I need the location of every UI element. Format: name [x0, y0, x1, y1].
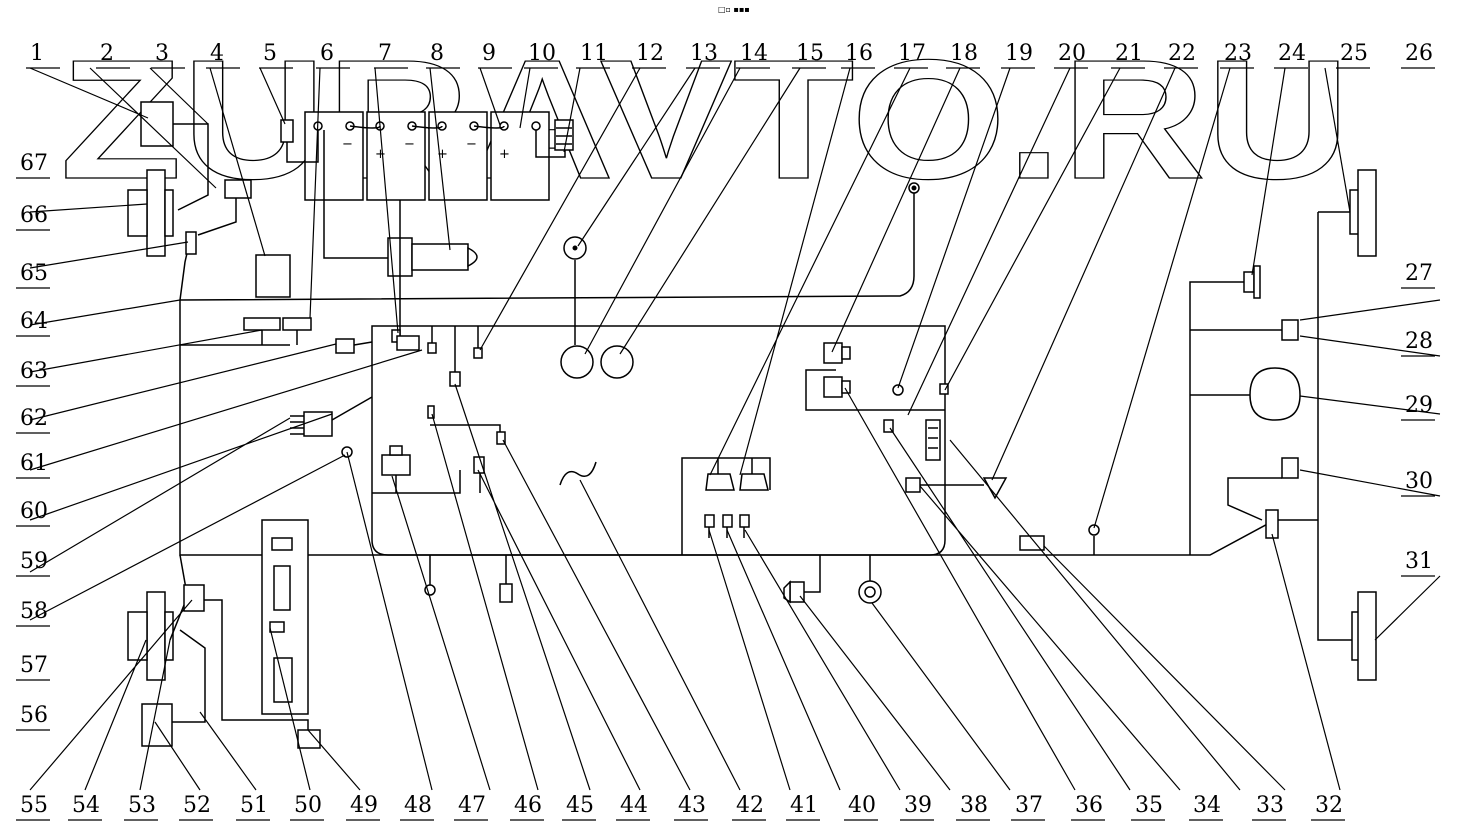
callout-19: 19: [1005, 41, 1033, 66]
battery-sign-4: +: [437, 147, 448, 162]
leader-lines: [29, 67, 1441, 791]
right-lamps: [1189, 169, 1377, 681]
callout-42: 42: [736, 793, 764, 818]
callout-38: 38: [960, 793, 988, 818]
callout-49: 49: [350, 793, 378, 818]
callout-39: 39: [904, 793, 932, 818]
callout-36: 36: [1075, 793, 1103, 818]
callout-59: 59: [20, 549, 48, 574]
callout-34: 34: [1193, 793, 1221, 818]
watermark: ZURAVTO.RU: [60, 25, 1350, 215]
callout-60: 60: [20, 499, 48, 524]
left-rear-lamps: [127, 584, 321, 749]
battery-sign-2: +: [375, 147, 386, 162]
main-harness: [179, 188, 1276, 601]
callout-67: 67: [20, 151, 48, 176]
callout-61: 61: [20, 451, 48, 476]
callout-8: 8: [430, 41, 444, 66]
callout-54: 54: [72, 793, 100, 818]
callout-31: 31: [1405, 549, 1433, 574]
left-front-lamps: [127, 101, 291, 298]
callout-11: 11: [580, 41, 608, 66]
callout-23: 23: [1224, 41, 1252, 66]
callout-21: 21: [1115, 41, 1143, 66]
callout-55: 55: [20, 793, 48, 818]
callout-65: 65: [20, 261, 48, 286]
right-controls: [805, 182, 1100, 555]
callout-15: 15: [796, 41, 824, 66]
callout-57: 57: [20, 653, 48, 678]
callout-1: 1: [30, 41, 44, 66]
callout-7: 7: [378, 41, 392, 66]
mass-switch: [554, 119, 574, 151]
left-components: [243, 317, 506, 493]
callout-5: 5: [263, 41, 277, 66]
callout-48: 48: [404, 793, 432, 818]
callout-33: 33: [1256, 793, 1284, 818]
ground-switch: [280, 119, 294, 143]
callout-3: 3: [155, 41, 169, 66]
battery-sign-6: +: [499, 147, 510, 162]
callout-29: 29: [1405, 393, 1433, 418]
callout-12: 12: [636, 41, 664, 66]
callout-64: 64: [20, 309, 48, 334]
callout-14: 14: [740, 41, 768, 66]
top-marker: □▫ ▪▪▪: [718, 5, 750, 14]
bottom-components: [424, 555, 882, 604]
callout-18: 18: [950, 41, 978, 66]
gauges: [559, 236, 634, 486]
battery-bank: − + − + − +: [280, 111, 574, 259]
callout-10: 10: [528, 41, 556, 66]
callout-2: 2: [100, 41, 114, 66]
fuse-block: [261, 519, 309, 715]
callout-26: 26: [1405, 41, 1433, 66]
callout-20: 20: [1058, 41, 1086, 66]
callout-56: 56: [20, 703, 48, 728]
callout-13: 13: [690, 41, 718, 66]
callout-25: 25: [1340, 41, 1368, 66]
callout-37: 37: [1015, 793, 1043, 818]
callout-6: 6: [320, 41, 334, 66]
callout-52: 52: [183, 793, 211, 818]
callout-9: 9: [482, 41, 496, 66]
callout-24: 24: [1278, 41, 1306, 66]
callout-4: 4: [210, 41, 224, 66]
callout-41: 41: [790, 793, 818, 818]
callout-28: 28: [1405, 329, 1433, 354]
starter-motor: [387, 200, 478, 345]
callout-16: 16: [845, 41, 873, 66]
instrument-panel: [331, 325, 946, 556]
callout-35: 35: [1135, 793, 1163, 818]
callout-40: 40: [848, 793, 876, 818]
callout-51: 51: [240, 793, 268, 818]
callout-22: 22: [1168, 41, 1196, 66]
callout-45: 45: [566, 793, 594, 818]
callout-27: 27: [1405, 261, 1433, 286]
battery-sign-3: −: [404, 137, 415, 152]
callout-47: 47: [458, 793, 486, 818]
callout-53: 53: [128, 793, 156, 818]
callout-62: 62: [20, 406, 48, 431]
callout-66: 66: [20, 203, 48, 228]
callout-44: 44: [620, 793, 648, 818]
callout-63: 63: [20, 359, 48, 384]
battery-sign-1: −: [342, 137, 353, 152]
callout-30: 30: [1405, 469, 1433, 494]
callout-17: 17: [898, 41, 926, 66]
callout-50: 50: [294, 793, 322, 818]
callout-58: 58: [20, 599, 48, 624]
battery-sign-5: −: [466, 137, 477, 152]
switch-group: [681, 457, 771, 555]
callout-46: 46: [514, 793, 542, 818]
callout-32: 32: [1315, 793, 1343, 818]
callout-43: 43: [678, 793, 706, 818]
